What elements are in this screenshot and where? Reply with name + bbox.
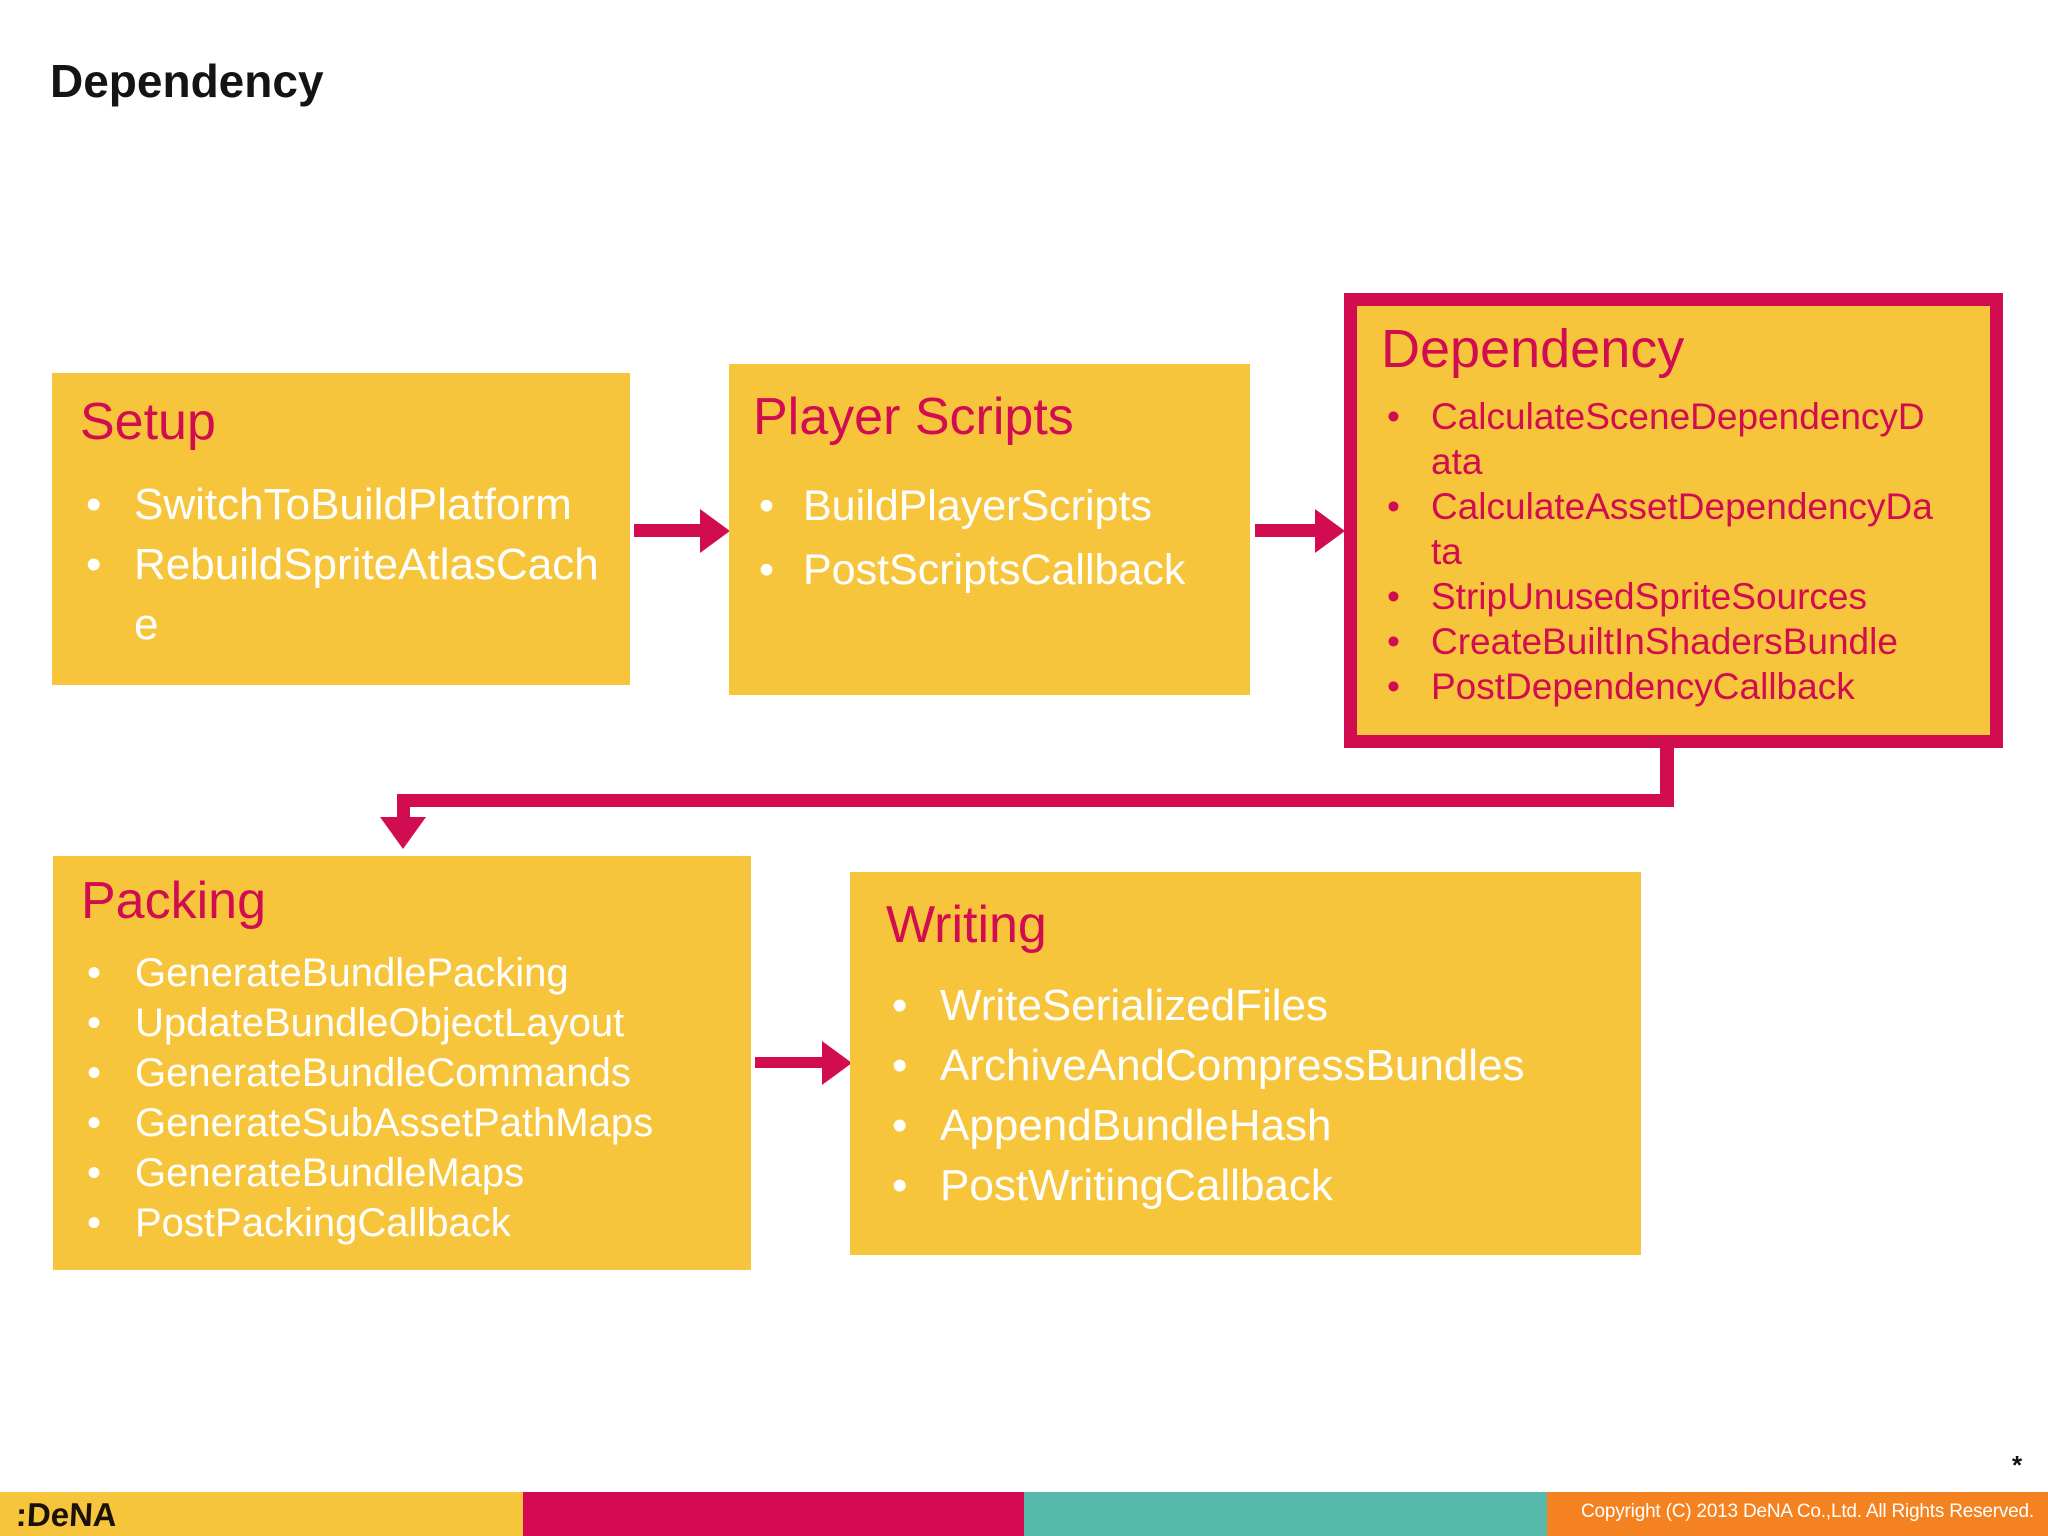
- connector-dependency-to-packing-vertical-right: [1660, 748, 1674, 807]
- box-packing-title: Packing: [81, 872, 266, 930]
- list-item: WriteSerializedFiles: [886, 976, 1631, 1036]
- flow-box-player-scripts: Player Scripts BuildPlayerScripts PostSc…: [729, 364, 1250, 695]
- arrow-player-to-dependency-head: [1315, 509, 1345, 553]
- footnote-asterisk: *: [2012, 1450, 2023, 1480]
- list-item: SwitchToBuildPlatform: [80, 475, 620, 535]
- list-item: GenerateSubAssetPathMaps: [81, 1098, 741, 1148]
- list-item: GenerateBundleMaps: [81, 1148, 741, 1198]
- box-packing-list: GenerateBundlePacking UpdateBundleObject…: [81, 948, 741, 1248]
- list-item: AppendBundleHash: [886, 1096, 1631, 1156]
- list-item: CreateBuiltInShadersBundle: [1381, 619, 1935, 664]
- box-player-list: BuildPlayerScripts PostScriptsCallback: [753, 474, 1244, 602]
- box-writing-title: Writing: [886, 896, 1047, 954]
- flow-box-packing: Packing GenerateBundlePacking UpdateBund…: [53, 856, 751, 1270]
- box-dependency-list: CalculateSceneDependencyData CalculateAs…: [1381, 394, 1935, 709]
- footer-bar: :DeNA Copyright (C) 2013 DeNA Co.,Ltd. A…: [0, 1492, 2048, 1536]
- flow-box-writing: Writing WriteSerializedFiles ArchiveAndC…: [850, 872, 1641, 1255]
- arrow-setup-to-player-head: [700, 509, 730, 553]
- list-item: PostPackingCallback: [81, 1198, 741, 1248]
- list-item: BuildPlayerScripts: [753, 474, 1244, 538]
- copyright-text: Copyright (C) 2013 DeNA Co.,Ltd. All Rig…: [1581, 1501, 2034, 1522]
- list-item: RebuildSpriteAtlasCache: [80, 535, 620, 655]
- list-item: PostWritingCallback: [886, 1156, 1631, 1216]
- list-item: PostScriptsCallback: [753, 538, 1244, 602]
- arrow-packing-to-writing-head: [822, 1041, 852, 1085]
- list-item: CalculateSceneDependencyData: [1381, 394, 1935, 484]
- list-item: ArchiveAndCompressBundles: [886, 1036, 1631, 1096]
- dena-logo: :DeNA: [15, 1496, 118, 1533]
- list-item: CalculateAssetDependencyData: [1381, 484, 1935, 574]
- connector-dependency-to-packing-vertical-left: [397, 794, 410, 820]
- box-writing-list: WriteSerializedFiles ArchiveAndCompressB…: [886, 976, 1631, 1216]
- arrow-setup-to-player-shaft: [634, 524, 702, 537]
- list-item: UpdateBundleObjectLayout: [81, 998, 741, 1048]
- arrow-packing-to-writing-shaft: [755, 1057, 824, 1068]
- arrow-player-to-dependency-shaft: [1255, 524, 1317, 537]
- page-title: Dependency: [50, 55, 324, 107]
- box-player-title: Player Scripts: [753, 388, 1074, 446]
- footer-segment-yellow: :DeNA: [0, 1492, 523, 1536]
- footer-segment-orange: Copyright (C) 2013 DeNA Co.,Ltd. All Rig…: [1547, 1492, 2048, 1536]
- list-item: PostDependencyCallback: [1381, 664, 1935, 709]
- footer-segment-crimson: [523, 1492, 1024, 1536]
- box-setup-title: Setup: [80, 393, 216, 451]
- list-item: GenerateBundleCommands: [81, 1048, 741, 1098]
- footer-segment-teal: [1024, 1492, 1547, 1536]
- list-item: StripUnusedSpriteSources: [1381, 574, 1935, 619]
- connector-dependency-to-packing-head: [380, 817, 426, 849]
- flow-box-setup: Setup SwitchToBuildPlatform RebuildSprit…: [52, 373, 630, 685]
- connector-dependency-to-packing-horizontal: [397, 794, 1674, 807]
- flow-box-dependency: Dependency CalculateSceneDependencyData …: [1344, 293, 2003, 748]
- list-item: GenerateBundlePacking: [81, 948, 741, 998]
- box-setup-list: SwitchToBuildPlatform RebuildSpriteAtlas…: [80, 475, 620, 655]
- box-dependency-title: Dependency: [1381, 319, 1685, 379]
